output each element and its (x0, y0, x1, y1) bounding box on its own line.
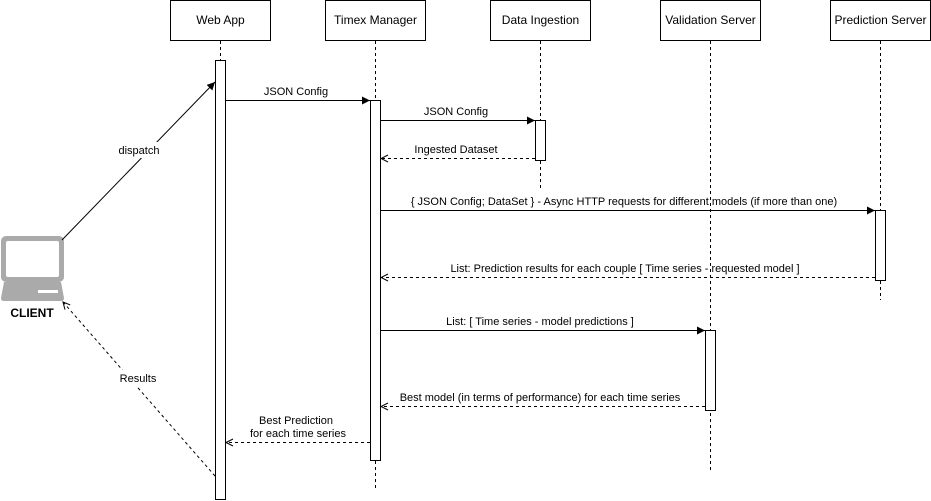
activation-prediction-server (875, 210, 886, 281)
participant-timex-manager: Timex Manager (325, 0, 426, 41)
message-results-arrow (62, 301, 216, 477)
message-json-config-2-label: JSON Config (424, 106, 488, 118)
client-label: CLIENT (10, 306, 54, 320)
activation-timex-manager (370, 100, 381, 461)
message-async-requests-label: { JSON Config; DataSet } - Async HTTP re… (411, 196, 837, 208)
participant-webapp: Web App (170, 0, 271, 41)
activation-webapp (215, 60, 226, 500)
participant-data-ingestion: Data Ingestion (490, 0, 591, 41)
activation-data-ingestion (535, 120, 546, 161)
activation-validation-server (705, 330, 716, 411)
participant-webapp-label: Web App (196, 13, 245, 27)
message-ingested-dataset-label: Ingested Dataset (414, 144, 497, 156)
participant-data-ingestion-label: Data Ingestion (502, 13, 579, 27)
message-dispatch-label: dispatch (119, 145, 160, 157)
participant-prediction-server: Prediction Server (830, 0, 931, 41)
client-computer-icon (1, 236, 64, 301)
participant-prediction-server-label: Prediction Server (834, 13, 926, 27)
message-best-model-label: Best model (in terms of performance) for… (400, 392, 681, 404)
participant-validation-server-label: Validation Server (665, 13, 756, 27)
message-dispatch-arrow (61, 81, 216, 241)
message-best-prediction-label-line2: for each time series (250, 428, 346, 440)
message-json-config-1-label: JSON Config (264, 86, 328, 98)
participant-timex-manager-label: Timex Manager (334, 13, 417, 27)
participant-validation-server: Validation Server (660, 0, 761, 41)
message-results-label: Results (120, 373, 157, 385)
message-prediction-results-label: List: Prediction results for each couple… (450, 263, 799, 275)
message-best-prediction-label-line1: Best Prediction (259, 415, 333, 427)
message-model-predictions-label: List: [ Time series - model predictions … (446, 316, 634, 328)
